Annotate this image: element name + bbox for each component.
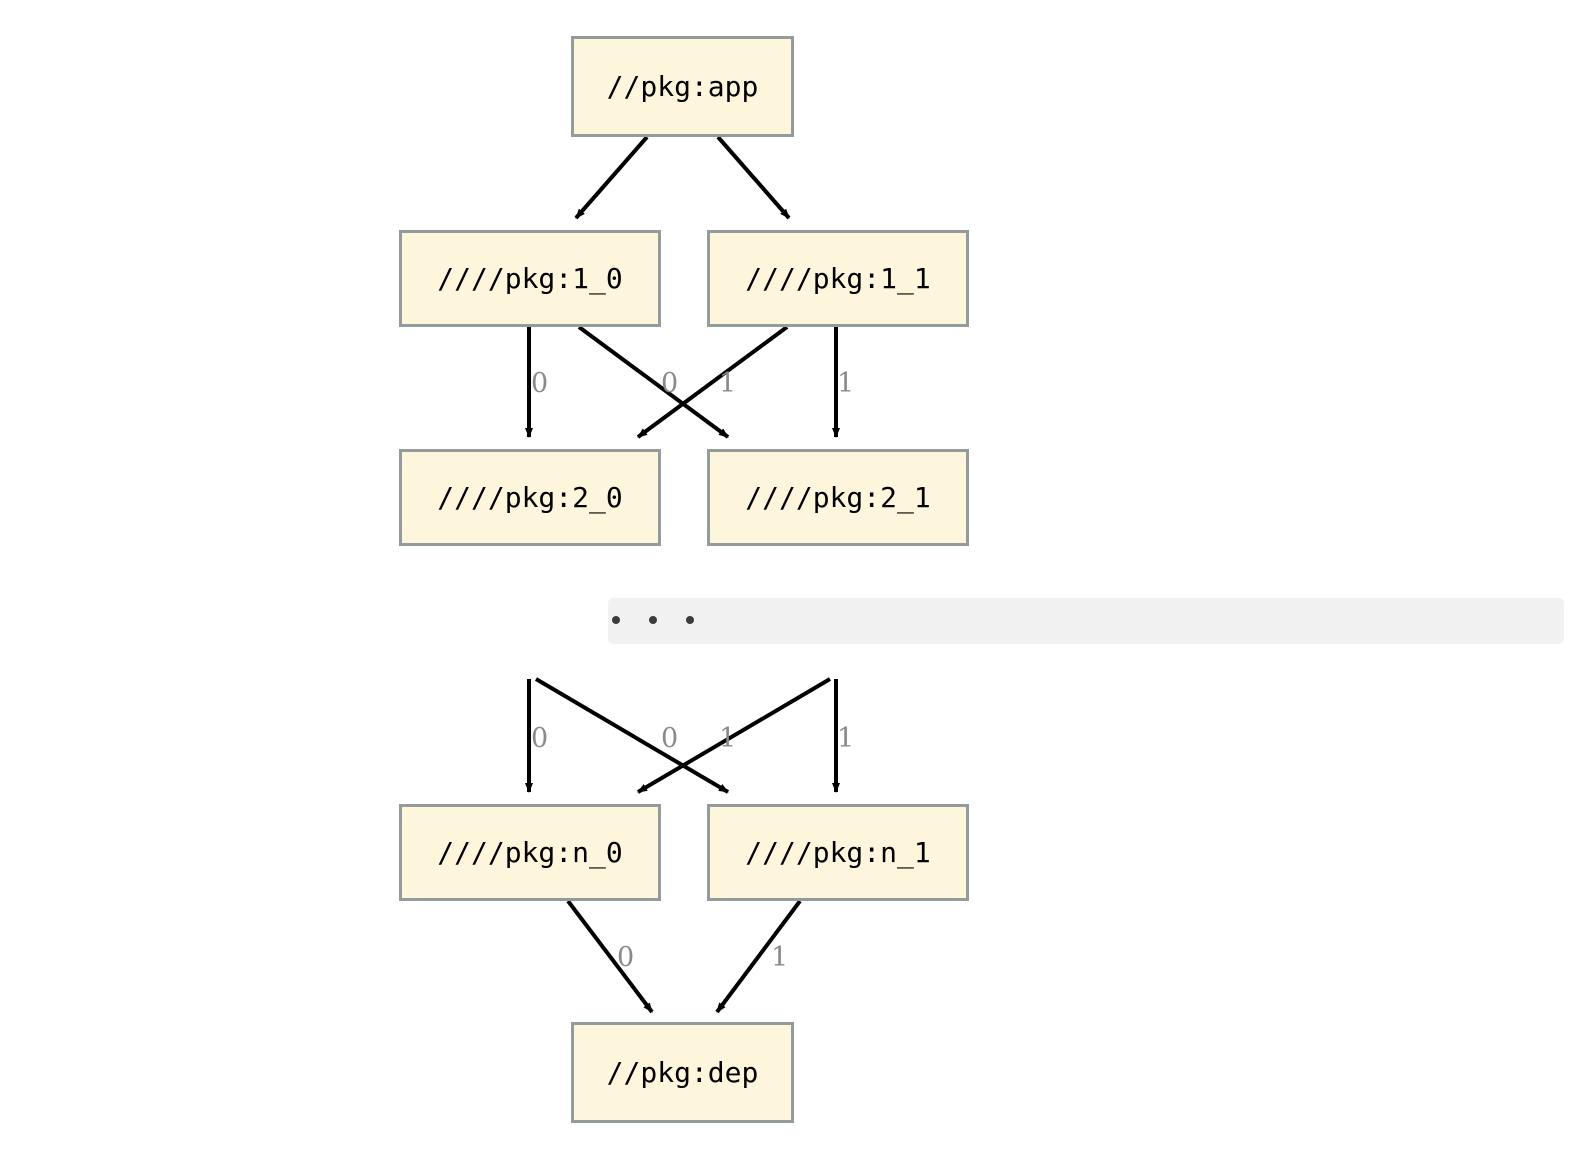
edge-group-app: [574, 135, 791, 220]
node-pkg-1_0[interactable]: ////pkg:1_0: [399, 230, 661, 327]
edge-app-to-1_0: [574, 135, 649, 220]
edge-group-truncated-to-leveln: [525, 677, 840, 794]
edge-n_1-to-dep: [715, 899, 802, 1014]
node-pkg-n_1[interactable]: ////pkg:n_1: [707, 804, 969, 901]
edge-label-1_0-2_1: 0: [661, 368, 679, 399]
edge-group-level1-to-level2: [525, 325, 840, 439]
node-pkg-2_0[interactable]: ////pkg:2_0: [399, 449, 661, 546]
node-pkg-2_1-label: ////pkg:2_1: [745, 481, 931, 514]
edge-label-1_1-2_1: 1: [837, 368, 855, 399]
node-app[interactable]: //pkg:app: [571, 36, 794, 137]
ellipsis-dot-3: [686, 616, 694, 624]
node-pkg-1_1[interactable]: ////pkg:1_1: [707, 230, 969, 327]
edge-truncated-to-n_1-a: [534, 677, 730, 794]
ellipsis-dot-1: [612, 616, 620, 624]
edge-label-truncated-n_1-a: 0: [661, 723, 679, 754]
edge-label-n_1-dep: 1: [771, 942, 789, 973]
edge-1_1-to-2_0: [636, 325, 789, 439]
edge-group-leveln-to-dep: [566, 899, 802, 1014]
edge-label-1_0-2_0: 0: [531, 368, 549, 399]
node-pkg-2_0-label: ////pkg:2_0: [437, 481, 623, 514]
node-pkg-n_0-label: ////pkg:n_0: [437, 836, 623, 869]
edge-label-truncated-n_1-b: 1: [837, 723, 855, 754]
node-dep[interactable]: //pkg:dep: [571, 1022, 794, 1123]
edge-label-truncated-n_0-b: 1: [719, 723, 737, 754]
truncation-band: [608, 598, 1564, 644]
edge-label-1_1-2_0: 1: [719, 368, 737, 399]
node-pkg-1_1-label: ////pkg:1_1: [745, 262, 931, 295]
node-pkg-n_0[interactable]: ////pkg:n_0: [399, 804, 661, 901]
node-pkg-2_1[interactable]: ////pkg:2_1: [707, 449, 969, 546]
node-app-label: //pkg:app: [606, 70, 759, 103]
node-pkg-1_0-label: ////pkg:1_0: [437, 262, 623, 295]
edge-1_0-to-2_1: [577, 325, 730, 439]
edge-label-truncated-n_0-a: 0: [531, 723, 549, 754]
edge-app-to-1_1: [716, 135, 791, 220]
edge-n_0-to-dep: [566, 899, 654, 1014]
node-dep-label: //pkg:dep: [606, 1056, 759, 1089]
truncation-ellipsis: [612, 616, 723, 624]
node-pkg-n_1-label: ////pkg:n_1: [745, 836, 931, 869]
ellipsis-dot-2: [649, 616, 657, 624]
edge-label-n_0-dep: 0: [617, 942, 635, 973]
edge-truncated-to-n_0-b: [636, 677, 832, 794]
